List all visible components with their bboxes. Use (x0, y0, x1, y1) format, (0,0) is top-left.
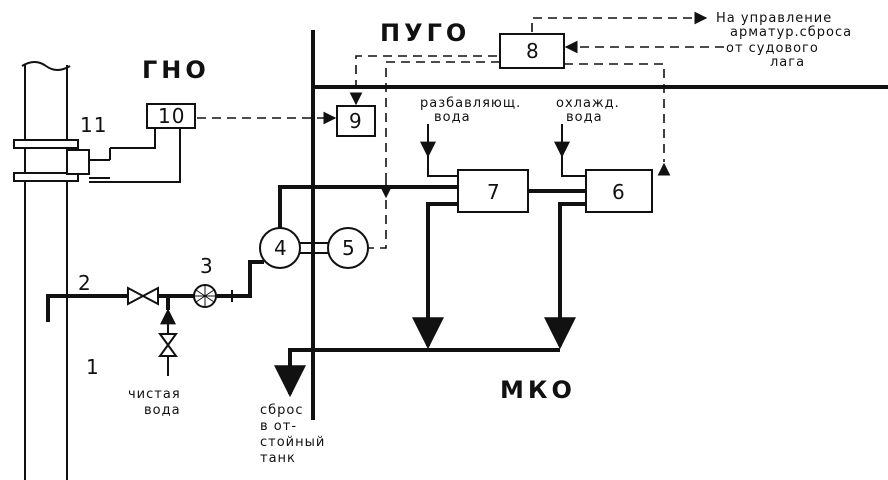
dilution-inlet (427, 124, 458, 177)
label-11: 11 (80, 113, 107, 137)
label-discharge-1: сброс (260, 403, 304, 418)
outlet-7 (426, 202, 458, 340)
label-to-control-2: арматур.сброса (730, 25, 852, 40)
label-clean-2: вода (144, 403, 181, 418)
pipe-4-to-7 (278, 185, 458, 228)
valve-main (127, 286, 159, 306)
pipe-clamp (13, 139, 111, 182)
zone-gno: ГНО (142, 56, 210, 84)
signal-9-to-8 (349, 55, 500, 106)
signal-to-5 (366, 200, 387, 249)
valve-clean-water (158, 333, 178, 357)
label-cooling-1: охлажд. (556, 96, 620, 111)
pipe-filter-pump (216, 260, 264, 298)
zone-pugo: ПУГО (380, 19, 470, 47)
label-dilution-1: разбавляющ. (420, 96, 521, 111)
unit-8 (499, 33, 565, 69)
zone-mko: МКО (500, 376, 576, 404)
unit-6 (585, 169, 653, 213)
outlet-6 (558, 202, 586, 340)
label-discharge-2: в от- (260, 419, 297, 434)
filter (193, 284, 217, 308)
label-6: 6 (612, 180, 626, 204)
label-discharge-4: танк (260, 451, 296, 466)
label-4: 4 (274, 236, 288, 260)
signal-8-down (385, 61, 500, 182)
cooling-inlet (561, 124, 586, 177)
label-2: 2 (78, 271, 92, 295)
label-discharge-3: стойный (260, 435, 325, 450)
pump-motor-unit (259, 227, 369, 269)
label-1: 1 (86, 355, 100, 379)
signal-8-out (531, 11, 708, 32)
vertical-pipe (21, 61, 71, 480)
label-from-log-1: от судового (726, 41, 819, 56)
unit-9 (336, 105, 376, 137)
label-cooling-2: вода (566, 110, 603, 125)
label-7: 7 (487, 180, 501, 204)
label-from-log-2: лага (770, 55, 805, 70)
label-5: 5 (342, 236, 356, 260)
label-3: 3 (200, 254, 214, 278)
compartment-boundaries (311, 30, 888, 420)
unit-10 (89, 103, 196, 183)
label-to-control-1: На управление (716, 11, 832, 26)
label-clean-1: чистая (128, 387, 181, 402)
signal-8-to-6 (564, 63, 665, 162)
label-9: 9 (349, 109, 363, 133)
sample-line (46, 294, 128, 322)
label-dilution-2: вода (434, 110, 471, 125)
label-8: 8 (526, 39, 540, 63)
label-10: 10 (158, 104, 185, 128)
